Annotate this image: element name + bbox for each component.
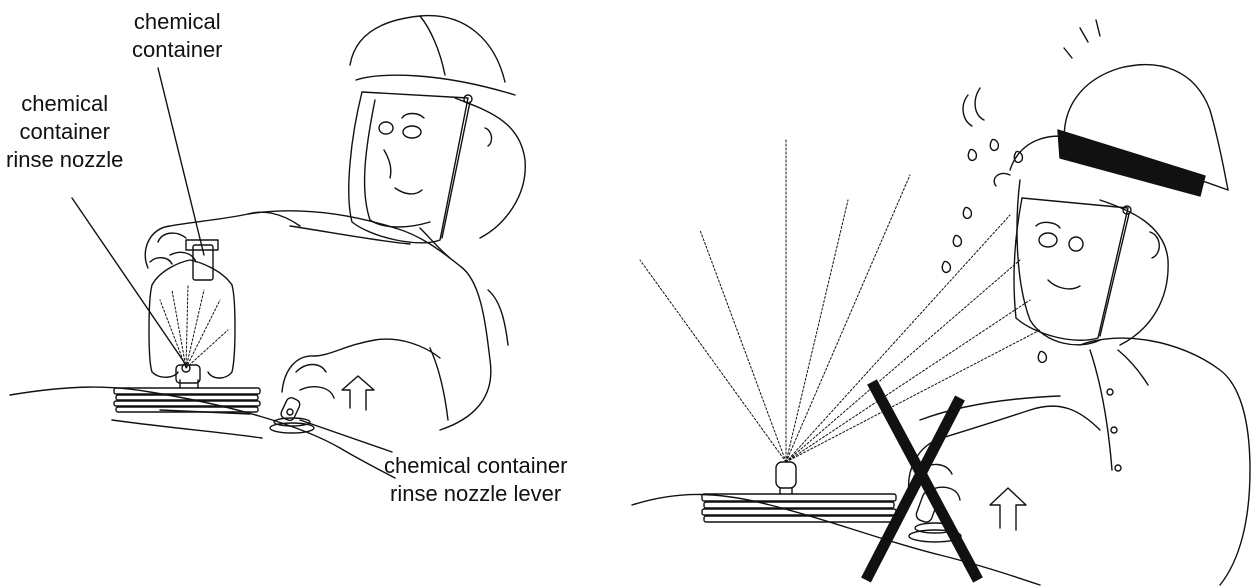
label-line: container (6, 118, 123, 146)
chemical-container-bottle (149, 240, 235, 378)
nozzle-spray-outside (640, 140, 1040, 462)
label-line: rinse nozzle (6, 146, 123, 174)
label-line: chemical container (384, 452, 567, 480)
correct-use-scene (10, 16, 525, 478)
label-chemical-container: chemical container (132, 8, 223, 64)
label-line: chemical (6, 90, 123, 118)
leader-rinse-nozzle (72, 198, 184, 362)
face-shield-right (1014, 198, 1128, 340)
leader-rinse-nozzle-lever (300, 420, 392, 452)
label-line: rinse nozzle lever (384, 480, 567, 508)
push-up-arrow-right (990, 488, 1026, 530)
surprise-marks (942, 20, 1100, 362)
rinse-nozzle-lever (270, 396, 314, 433)
label-rinse-nozzle: chemical container rinse nozzle (6, 90, 123, 174)
label-rinse-nozzle-lever: chemical container rinse nozzle lever (384, 452, 567, 508)
label-line: chemical (132, 8, 223, 36)
incorrect-use-scene (632, 20, 1250, 585)
worker-head-left (350, 16, 525, 258)
flying-hat (1058, 65, 1228, 196)
nozzle-spray-inside (160, 285, 228, 368)
label-line: container (132, 36, 223, 64)
tank-surface-under (112, 420, 262, 438)
push-up-arrow-left (342, 376, 374, 410)
